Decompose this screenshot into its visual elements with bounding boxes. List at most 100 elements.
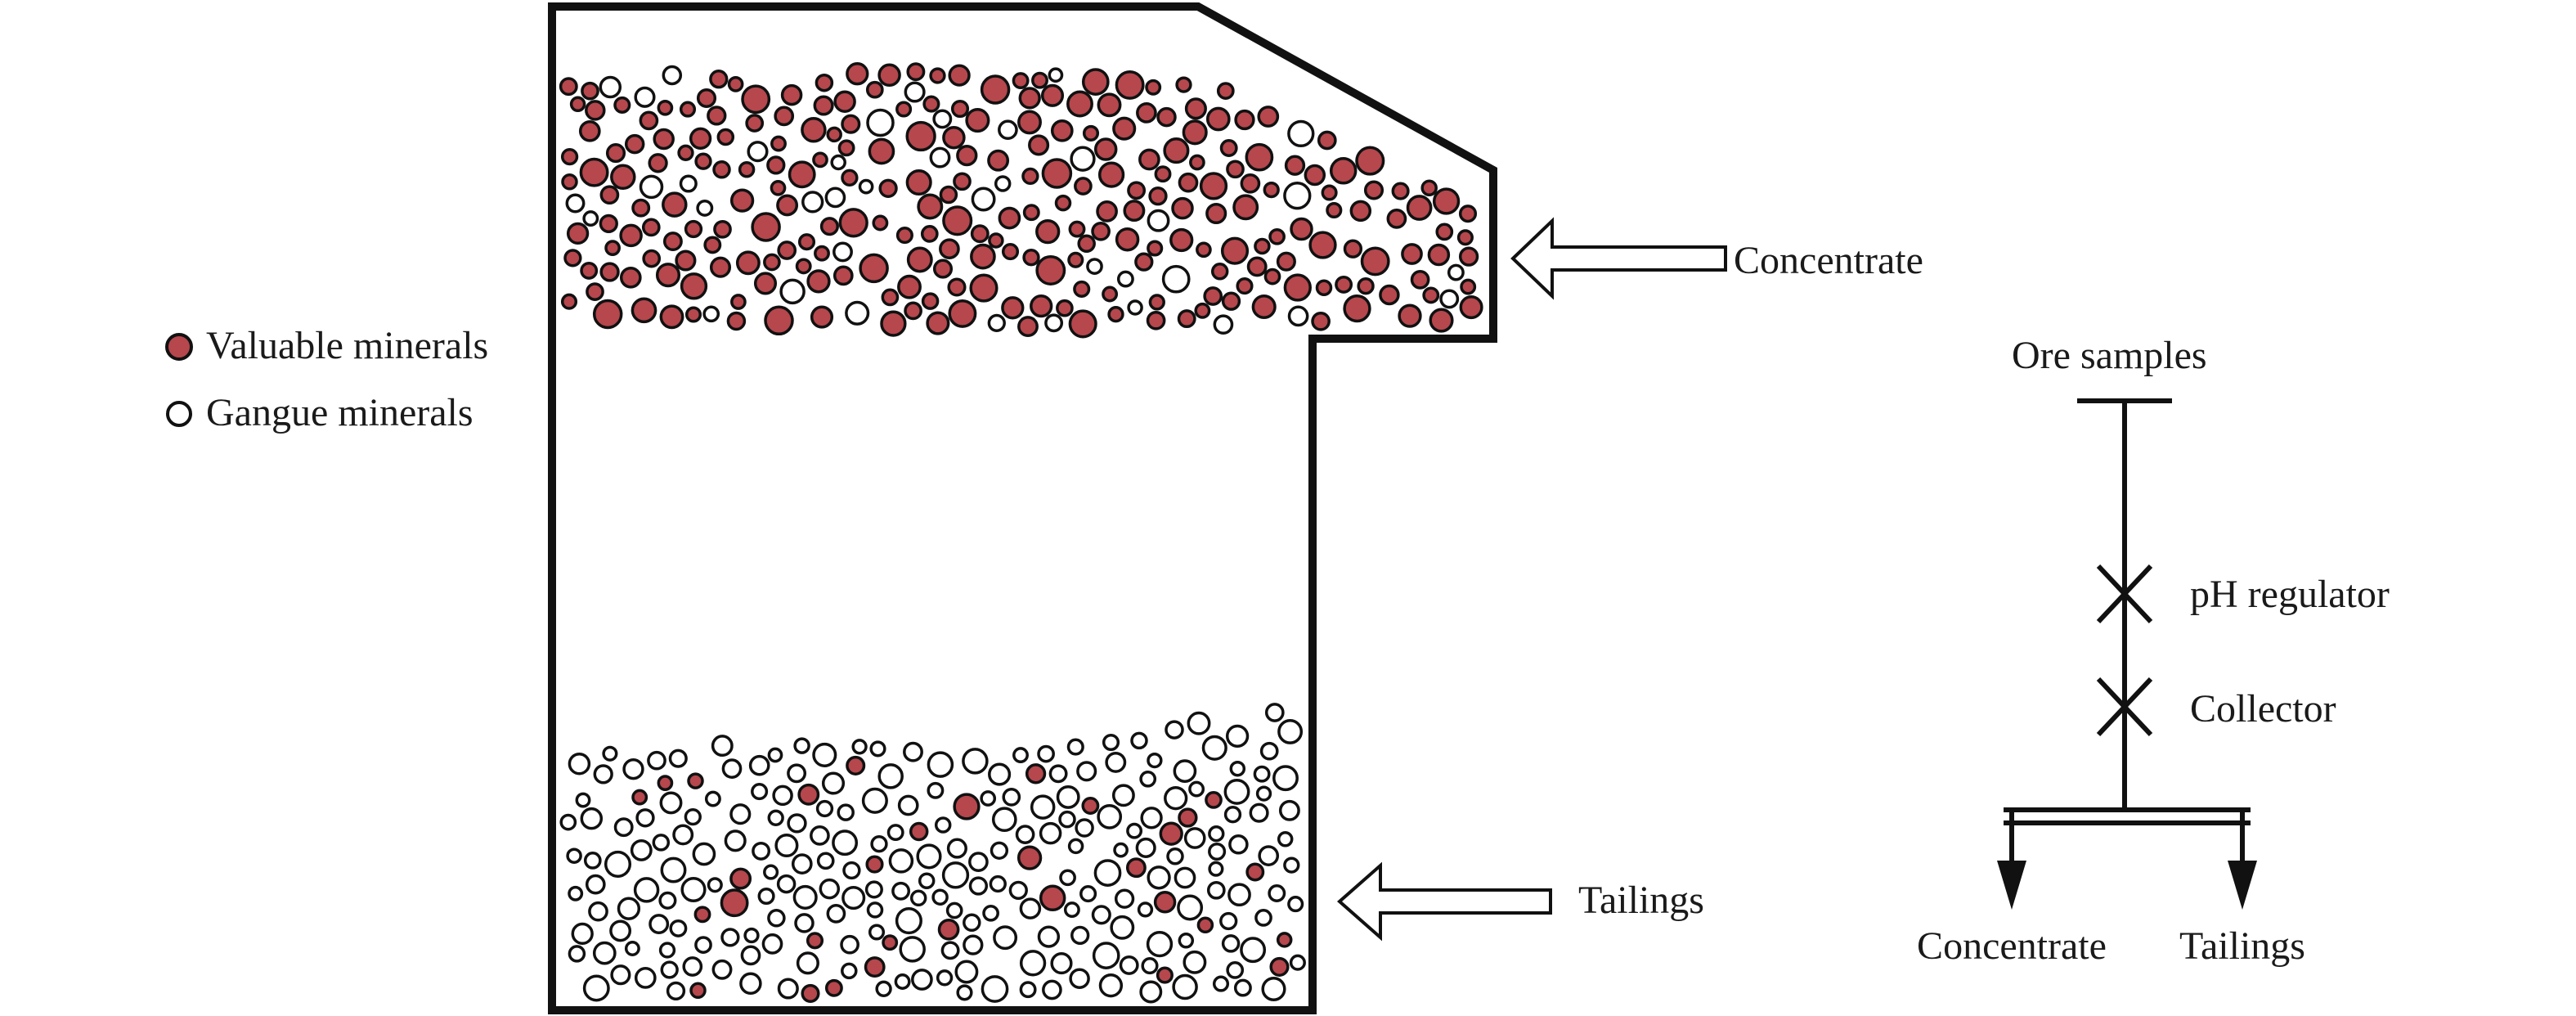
valuable-mineral-particle	[1329, 157, 1358, 185]
gangue-mineral-particle	[582, 210, 599, 227]
flotation-cell-outline	[548, 2, 1497, 1014]
gangue-mineral-particle	[1110, 915, 1135, 940]
valuable-mineral-particle	[1317, 130, 1337, 151]
gangue-mineral-particle	[1447, 263, 1465, 281]
gangue-mineral-particle	[1056, 784, 1080, 809]
valuable-mineral-particle	[948, 299, 977, 328]
collector-label: Collector	[2190, 687, 2336, 731]
valuable-mineral-particle	[810, 305, 834, 329]
legend-gangue-label: Gangue minerals	[206, 391, 473, 434]
valuable-mineral-particle	[776, 194, 799, 217]
valuable-mineral-particle	[1025, 763, 1047, 784]
legend-gangue-marker	[166, 401, 192, 427]
gangue-mineral-particle	[610, 964, 631, 986]
valuable-mineral-particle	[969, 273, 999, 303]
gangue-mineral-particle	[994, 175, 1012, 192]
gangue-mineral-particle	[702, 305, 720, 323]
gangue-mineral-particle	[1229, 760, 1246, 777]
gangue-mineral-particle	[794, 913, 815, 933]
gangue-mineral-particle	[899, 936, 926, 963]
gangue-mineral-particle	[963, 913, 981, 933]
gangue-mineral-particle	[1227, 883, 1251, 907]
valuable-mineral-particle	[801, 117, 827, 143]
gangue-mineral-particle	[888, 848, 914, 874]
valuable-mineral-particle	[613, 96, 631, 114]
valuable-mineral-particle	[1460, 278, 1477, 295]
valuable-mineral-particle	[1138, 148, 1160, 171]
valuable-mineral-particle	[1391, 182, 1410, 200]
gangue-mineral-particle	[1139, 980, 1163, 1004]
gangue-mineral-particle	[604, 850, 632, 878]
gangue-mineral-particle	[812, 742, 837, 767]
gangue-mineral-particle	[909, 889, 927, 907]
valuable-mineral-particle	[1269, 956, 1290, 977]
gangue-mineral-particle	[666, 981, 686, 1001]
valuable-mineral-particle	[917, 193, 944, 220]
gangue-mineral-particle	[630, 838, 653, 861]
valuable-mineral-particle	[865, 80, 884, 99]
gangue-mineral-particle	[1249, 802, 1269, 823]
valuable-mineral-particle	[1321, 184, 1338, 201]
valuable-mineral-particle	[1012, 72, 1030, 90]
valuable-mineral-particle	[1456, 229, 1474, 246]
valuable-mineral-particle	[566, 222, 590, 245]
valuable-mineral-particle	[1458, 246, 1479, 267]
gangue-mineral-particle	[1147, 752, 1163, 769]
valuable-mineral-particle	[1035, 255, 1066, 285]
valuable-mineral-particle	[1153, 891, 1177, 914]
gangue-mineral-particle	[837, 803, 855, 821]
gangue-mineral-particle	[1233, 978, 1252, 997]
froth-particle-layer	[559, 62, 1483, 339]
valuable-mineral-particle	[1189, 154, 1205, 171]
valuable-mineral-particle	[814, 245, 830, 262]
valuable-mineral-particle	[1205, 106, 1231, 132]
gangue-mineral-particle	[1019, 981, 1037, 999]
valuable-mineral-particle	[1127, 181, 1147, 200]
valuable-mineral-particle	[675, 250, 697, 272]
valuable-mineral-particle	[581, 81, 599, 101]
gangue-mineral-particle	[869, 740, 886, 758]
gangue-mineral-particle	[1135, 837, 1156, 858]
valuable-mineral-particle	[1458, 205, 1478, 223]
gangue-mineral-particle	[648, 914, 670, 935]
gangue-mineral-particle	[1178, 933, 1195, 949]
gangue-mineral-particle	[659, 791, 683, 815]
valuable-mineral-particle	[1251, 294, 1277, 320]
valuable-mineral-particle	[764, 305, 794, 336]
valuable-mineral-particle	[1050, 119, 1074, 142]
valuable-mineral-particle	[1169, 227, 1194, 253]
valuable-mineral-particle	[987, 149, 1010, 172]
valuable-mineral-particle	[920, 225, 939, 243]
valuable-mineral-particle	[579, 157, 609, 187]
valuable-mineral-particle	[1054, 194, 1072, 212]
flowsheet-tailings-label: Tailings	[2179, 924, 2305, 968]
valuable-mineral-particle	[815, 73, 834, 92]
gangue-mineral-particle	[816, 852, 835, 870]
gangue-mineral-particle	[1050, 952, 1073, 975]
valuable-mineral-particle	[1311, 311, 1331, 331]
gangue-mineral-particle	[1086, 258, 1103, 275]
gangue-mineral-particle	[1012, 747, 1029, 764]
gangue-mineral-particle	[1139, 770, 1157, 788]
gangue-mineral-particle	[763, 864, 779, 880]
valuable-mineral-particle	[1263, 181, 1280, 199]
gangue-mineral-particle	[864, 880, 883, 899]
valuable-mineral-particle	[953, 172, 972, 191]
gangue-mineral-particle	[1126, 822, 1143, 839]
valuable-mineral-particle	[1145, 79, 1162, 96]
gangue-mineral-particle	[1208, 825, 1225, 843]
gangue-mineral-particle	[658, 942, 676, 959]
valuable-mineral-particle	[1220, 236, 1250, 265]
valuable-mineral-particle	[639, 110, 659, 131]
valuable-mineral-particle	[684, 219, 703, 239]
valuable-mineral-particle	[774, 106, 795, 127]
valuable-mineral-particle	[878, 178, 898, 198]
gangue-mineral-particle	[1102, 733, 1120, 752]
valuable-mineral-particle	[727, 76, 744, 92]
valuable-mineral-particle	[677, 144, 694, 161]
gangue-mineral-particle	[916, 843, 942, 870]
valuable-mineral-particle	[741, 84, 771, 115]
gangue-mineral-particle	[559, 813, 577, 831]
gangue-mineral-particle	[1278, 799, 1300, 821]
valuable-mineral-particle	[610, 164, 636, 191]
